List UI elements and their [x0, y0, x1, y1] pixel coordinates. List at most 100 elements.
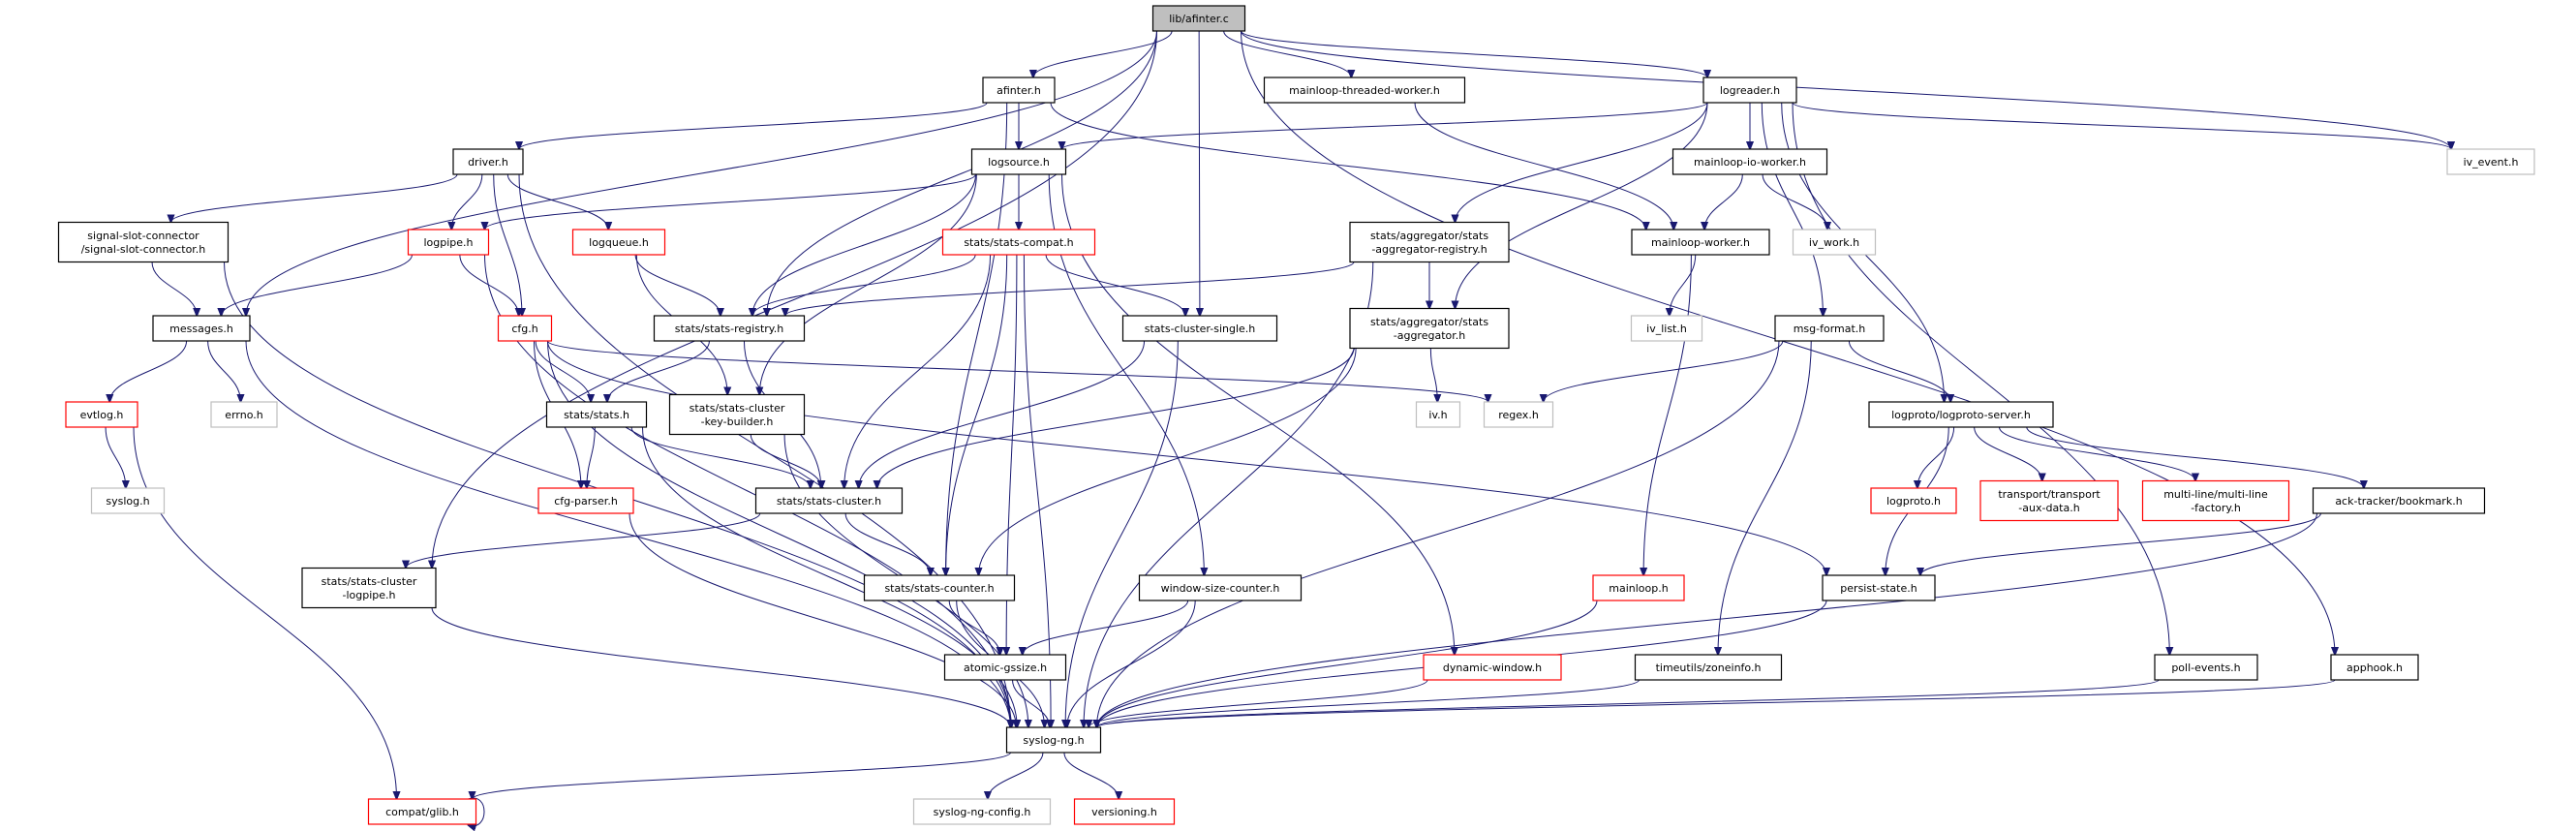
edge-afinter_c-to-iv_event [1241, 30, 2452, 149]
graph-node-apphook[interactable]: apphook.h [2330, 654, 2419, 681]
node-label: iv.h [1428, 409, 1447, 421]
edge-aggr-to-counter [978, 348, 1357, 576]
edge-afinter_c-to-messages [246, 30, 1157, 316]
node-box [65, 401, 138, 428]
node-box [1702, 77, 1797, 104]
graph-node-auxdata[interactable]: transport/transport-aux-data.h [1979, 479, 2119, 522]
graph-node-messages[interactable]: messages.h [152, 315, 251, 342]
edge-registry-to-stats [607, 340, 710, 402]
node-label: ack-tracker/bookmark.h [2335, 495, 2462, 508]
graph-node-persist[interactable]: persist-state.h [1822, 574, 1936, 601]
graph-node-sngconfig[interactable]: syslog-ng-config.h [912, 798, 1052, 825]
edge-afinter_h-to-mworker [1050, 102, 1646, 230]
edge-logsource-to-registry [752, 173, 976, 316]
graph-node-iv_event[interactable]: iv_event.h [2446, 148, 2535, 175]
graph-node-logpipe[interactable]: logpipe.h [407, 229, 490, 256]
node-box [545, 401, 648, 428]
graph-node-multiline[interactable]: multi-line/multi-line-factory.h [2141, 479, 2290, 522]
graph-node-pollev[interactable]: poll-events.h [2154, 654, 2258, 681]
node-box [210, 401, 278, 428]
node-box [301, 567, 437, 609]
node-box [1349, 221, 1510, 263]
node-box [367, 798, 477, 825]
graph-node-bookmark[interactable]: ack-tracker/bookmark.h [2312, 487, 2486, 514]
edge-miow-to-iv_work [1762, 173, 1827, 230]
graph-node-mainloop[interactable]: mainloop.h [1592, 574, 1685, 601]
node-box [1630, 315, 1703, 342]
graph-node-registry[interactable]: stats/stats-registry.h [653, 315, 806, 342]
graph-node-iv_list[interactable]: iv_list.h [1630, 315, 1703, 342]
node-label: evtlog.h [80, 409, 124, 421]
edge-cluster-to-clogpipe [406, 512, 761, 569]
graph-node-cluster[interactable]: stats/stats-cluster.h [754, 487, 904, 514]
graph-node-mworker[interactable]: mainloop-worker.h [1631, 229, 1770, 256]
edge-aggr-to-iv [1429, 348, 1437, 403]
node-label: persist-state.h [1840, 582, 1917, 595]
edge-cfg-to-stats [535, 340, 591, 402]
edge-compat-to-counter [946, 254, 1008, 575]
graph-node-stats[interactable]: stats/stats.h [545, 401, 648, 428]
graph-node-single[interactable]: stats-cluster-single.h [1121, 315, 1278, 342]
graph-node-lpserver[interactable]: logproto/logproto-server.h [1868, 401, 2054, 428]
node-label: regex.h [1498, 409, 1539, 421]
edge-evtlog-to-glib [133, 426, 397, 799]
graph-node-logreader[interactable]: logreader.h [1702, 77, 1797, 104]
node-label: timeutils/zoneinfo.h [1656, 662, 1762, 674]
node-box [2330, 654, 2419, 681]
graph-node-logqueue[interactable]: logqueue.h [571, 229, 666, 256]
graph-node-gssize[interactable]: atomic-gssize.h [943, 654, 1067, 681]
node-label: -key-builder.h [701, 416, 774, 428]
graph-node-cfg[interactable]: cfg.h [497, 315, 553, 342]
edge-stats-to-cfgparser [587, 426, 596, 488]
node-label: logproto/logproto-server.h [1891, 409, 2031, 421]
node-box [407, 229, 490, 256]
graph-node-afinter_c[interactable]: lib/afinter.c [1151, 5, 1246, 32]
graph-node-regex[interactable]: regex.h [1483, 401, 1554, 428]
graph-node-clogpipe[interactable]: stats/stats-cluster-logpipe.h [301, 567, 437, 609]
node-label: stats/aggregator/stats [1370, 230, 1488, 242]
node-label: cfg-parser.h [554, 495, 618, 508]
graph-node-glib[interactable]: compat/glib.h [367, 798, 477, 825]
edge-ssc-to-messages [151, 262, 197, 317]
graph-node-dynwin[interactable]: dynamic-window.h [1423, 654, 1562, 681]
graph-node-keybuilder[interactable]: stats/stats-cluster-key-builder.h [668, 393, 806, 436]
graph-node-ssc[interactable]: signal-slot-connector/signal-slot-connec… [57, 221, 230, 263]
node-label: multi-line/multi-line [2163, 488, 2268, 501]
node-label: errno.h [225, 409, 262, 421]
edge-logpipe-to-cfg [459, 254, 519, 316]
graph-node-wsc[interactable]: window-size-counter.h [1138, 574, 1303, 601]
graph-node-syslog[interactable]: syslog.h [90, 487, 166, 514]
graph-node-logproto[interactable]: logproto.h [1870, 487, 1957, 514]
edge-mworker-to-iv_list [1670, 254, 1697, 316]
graph-node-driver[interactable]: driver.h [452, 148, 524, 175]
node-label: driver.h [468, 156, 508, 169]
graph-node-errno[interactable]: errno.h [210, 401, 278, 428]
graph-node-aggreg[interactable]: stats/aggregator/stats-aggregator-regist… [1349, 221, 1510, 263]
graph-node-msgformat[interactable]: msg-format.h [1774, 315, 1885, 342]
graph-node-syslogng[interactable]: syslog-ng.h [1005, 726, 1102, 754]
graph-node-counter[interactable]: stats/stats-counter.h [863, 574, 1016, 601]
edge-afinter_c-to-single [1199, 30, 1200, 316]
edge-afinter_c-to-logreader [1241, 30, 1708, 77]
node-box [1423, 654, 1562, 681]
edge-syslogng-to-versioning [1063, 752, 1119, 799]
graph-node-versioning[interactable]: versioning.h [1073, 798, 1176, 825]
edge-glib-to-glib [469, 797, 485, 826]
graph-node-compat[interactable]: stats/stats-compat.h [941, 229, 1096, 256]
edge-logreader-to-aggreg [1455, 102, 1708, 223]
node-box [1415, 401, 1461, 428]
graph-node-iv_work[interactable]: iv_work.h [1792, 229, 1877, 256]
edge-mainloop-to-syslogng [1097, 600, 1598, 727]
graph-node-iv[interactable]: iv.h [1415, 401, 1461, 428]
node-box [1073, 798, 1176, 825]
graph-node-evtlog[interactable]: evtlog.h [65, 401, 138, 428]
graph-node-cfgparser[interactable]: cfg-parser.h [537, 487, 634, 514]
node-label: cfg.h [511, 323, 537, 335]
graph-node-zoneinfo[interactable]: timeutils/zoneinfo.h [1634, 654, 1783, 681]
graph-node-afinter_h[interactable]: afinter.h [982, 77, 1056, 104]
graph-node-miow[interactable]: mainloop-io-worker.h [1671, 148, 1828, 175]
graph-node-aggr[interactable]: stats/aggregator/stats-aggregator.h [1349, 307, 1510, 350]
graph-node-mtw[interactable]: mainloop-threaded-worker.h [1263, 77, 1466, 104]
node-label: -aux-data.h [2018, 502, 2079, 514]
graph-node-logsource[interactable]: logsource.h [970, 148, 1067, 175]
